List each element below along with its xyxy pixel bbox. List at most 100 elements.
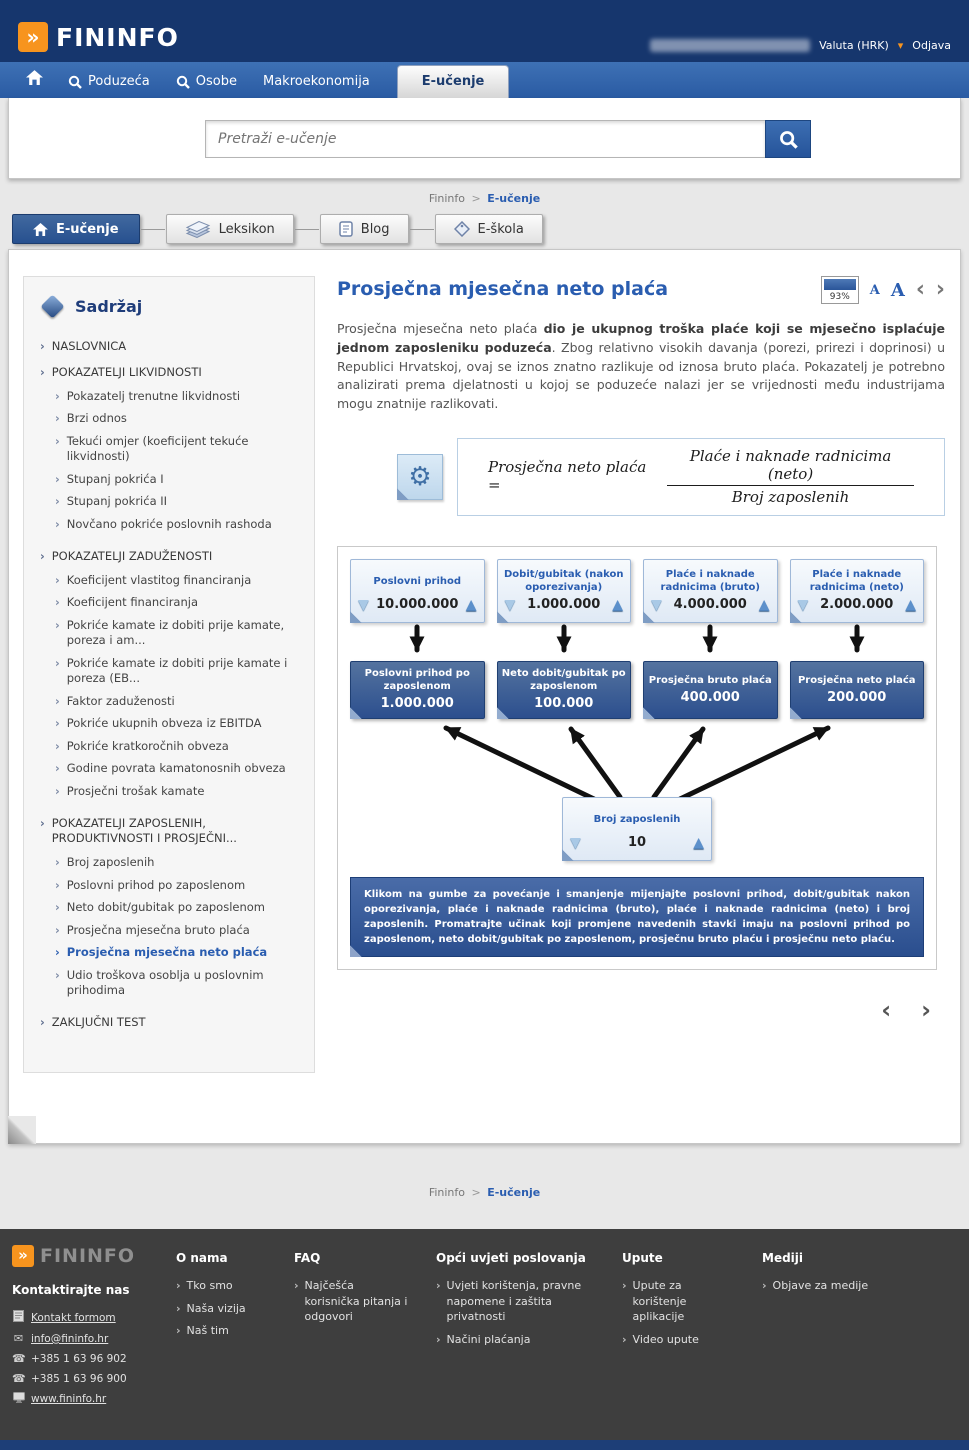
nav-item-poduzeca[interactable]: Poduzeća bbox=[55, 65, 163, 98]
tab-leksikon[interactable]: Leksikon bbox=[165, 214, 294, 244]
fininfo-logo[interactable]: » FININFO bbox=[18, 12, 179, 62]
search-button[interactable] bbox=[765, 120, 811, 158]
home-icon bbox=[33, 222, 48, 236]
next-arrow-button[interactable]: › bbox=[935, 277, 945, 302]
sidebar-section-naslovnica[interactable]: › NASLOVNICA bbox=[40, 339, 127, 353]
decrease-button[interactable]: ▼ bbox=[570, 834, 581, 851]
sidebar-item[interactable]: ›Poslovni prihod po zaposlenom bbox=[55, 877, 246, 892]
footer-link[interactable]: ›Tko smo bbox=[176, 1279, 233, 1293]
sidebar-item[interactable]: ›Brzi odnos bbox=[55, 411, 127, 426]
zoom-indicator[interactable]: 93% bbox=[820, 276, 859, 304]
increase-button[interactable]: ▲ bbox=[758, 596, 770, 613]
sidebar-item[interactable]: ›Godine povrata kamatonosnih obveza bbox=[55, 761, 286, 776]
prev-page-button[interactable]: ‹ bbox=[881, 995, 892, 1024]
fold-decoration bbox=[643, 706, 655, 719]
main-nav: Poduzeća Osobe Makroekonomija E-učenje bbox=[0, 62, 969, 98]
chevron-right-icon: › bbox=[55, 433, 60, 448]
increase-button[interactable]: ▲ bbox=[693, 834, 704, 851]
decrease-button[interactable]: ▼ bbox=[504, 596, 516, 613]
sidebar-item[interactable]: ›Pokazatelj trenutne likvidnosti bbox=[55, 388, 241, 403]
sidebar-item[interactable]: ›Stupanj pokrića II bbox=[55, 494, 168, 509]
diagram-output-box: Prosječna neto plaća 200.000 bbox=[789, 660, 924, 719]
content-panel: Sadržaj › NASLOVNICA › POKAZATELJI LIKVI… bbox=[8, 249, 961, 1144]
tab-eucenje[interactable]: E-učenje bbox=[12, 214, 140, 244]
logout-link[interactable]: Odjava bbox=[912, 39, 951, 52]
prev-arrow-button[interactable]: ‹ bbox=[915, 277, 925, 302]
footer-link[interactable]: ›Objave za medije bbox=[762, 1279, 869, 1293]
sidebar-section-zaduzenost[interactable]: › POKAZATELJI ZADUŽENOSTI bbox=[40, 548, 213, 563]
sidebar-item[interactable]: ›Prosječni trošak kamate bbox=[55, 783, 205, 798]
tab-connector bbox=[409, 228, 434, 230]
sidebar-item[interactable]: ›Koeficijent vlastitog financiranja bbox=[55, 572, 252, 587]
chevron-right-icon: › bbox=[40, 1015, 45, 1030]
footer-link[interactable]: ›Naš tim bbox=[176, 1324, 229, 1338]
font-size-small-button[interactable]: A bbox=[869, 282, 880, 298]
increase-button[interactable]: ▲ bbox=[612, 596, 623, 613]
footer-link[interactable]: ›Video upute bbox=[622, 1332, 699, 1346]
decrease-button[interactable]: ▼ bbox=[651, 596, 662, 613]
sidebar-item[interactable]: ›Pokriće kamate iz dobiti prije kamate i… bbox=[55, 655, 288, 686]
pager: ‹ › bbox=[337, 998, 945, 1022]
sidebar-item[interactable]: ›Faktor zaduženosti bbox=[55, 693, 175, 708]
font-size-large-button[interactable]: A bbox=[890, 279, 905, 301]
footer-link[interactable]: ›Uvjeti korištenja, pravne napomene i za… bbox=[436, 1279, 582, 1324]
footer-link[interactable]: ›Upute za korištenje aplikacije bbox=[622, 1279, 687, 1324]
sidebar-item[interactable]: ›Novčano pokriće poslovnih rashoda bbox=[55, 516, 272, 531]
sidebar-item[interactable]: ›Pokriće kratkoročnih obveza bbox=[55, 738, 229, 753]
increase-button[interactable]: ▲ bbox=[905, 596, 916, 613]
footer-link[interactable]: ›Najčešća korisnička pitanja i odgovori bbox=[294, 1279, 408, 1324]
increase-button[interactable]: ▲ bbox=[465, 596, 477, 613]
tab-eskola[interactable]: E-škola bbox=[434, 214, 543, 244]
output-label: Prosječna bruto plaća bbox=[648, 674, 772, 686]
next-page-button[interactable]: › bbox=[921, 995, 931, 1024]
search-icon bbox=[779, 130, 798, 149]
currency-selector[interactable]: Valuta (HRK) bbox=[819, 39, 889, 52]
sidebar-section-test[interactable]: › ZAKLJUČNI TEST bbox=[40, 1015, 146, 1030]
sidebar-section-likvidnost[interactable]: › POKAZATELJI LIKVIDNOSTI bbox=[40, 364, 202, 379]
fold-decoration bbox=[496, 610, 509, 623]
footer-link[interactable]: ›Načini plaćanja bbox=[436, 1332, 531, 1346]
diagram-output-box: Neto dobit/gubitak po zaposlenom 100.000 bbox=[496, 660, 631, 719]
footer-link-website[interactable]: www.fininfo.hr bbox=[12, 1389, 162, 1410]
diagram-output-row: Poslovni prihod po zaposlenom 1.000.000 … bbox=[350, 660, 924, 719]
nav-item-eucenje-active[interactable]: E-učenje bbox=[396, 65, 510, 98]
fold-decoration bbox=[350, 944, 362, 957]
sidebar-item[interactable]: ›Koeficijent financiranja bbox=[55, 595, 199, 610]
sidebar-subsection: ›Pokazatelj trenutne likvidnosti ›Brzi o… bbox=[55, 385, 298, 536]
logo-arrow-icon: » bbox=[18, 22, 48, 52]
sidebar-item[interactable]: ›Tekući omjer (koeficijent tekuće likvid… bbox=[55, 433, 249, 464]
sidebar-item[interactable]: ›Prosječna mjesečna bruto plaća bbox=[55, 922, 250, 937]
chevron-right-icon: › bbox=[622, 1332, 627, 1346]
search-input[interactable] bbox=[205, 120, 765, 158]
sidebar-item[interactable]: ›Udio troškova osoblja u poslovnim priho… bbox=[55, 967, 264, 998]
sidebar-item[interactable]: ›Pokriće kamate iz dobiti prije kamate, … bbox=[55, 617, 285, 648]
footer-bottom-strip bbox=[0, 1439, 969, 1450]
chevron-right-icon: › bbox=[55, 967, 60, 982]
breadcrumb-root[interactable]: Fininfo bbox=[428, 192, 465, 205]
nav-item-osobe[interactable]: Osobe bbox=[163, 65, 250, 98]
chevron-right-icon: › bbox=[55, 945, 60, 960]
footer-link-contact-form[interactable]: Kontakt formom bbox=[12, 1307, 162, 1329]
sidebar-item-active[interactable]: ›Prosječna mjesečna neto plaća bbox=[55, 945, 268, 960]
home-icon[interactable] bbox=[14, 61, 55, 98]
gears-icon: ⚙ bbox=[397, 453, 443, 500]
footer-link-email[interactable]: ✉ info@fininfo.hr bbox=[13, 1332, 109, 1346]
breadcrumb-root[interactable]: Fininfo bbox=[428, 1185, 465, 1199]
sidebar-section-zaposleni[interactable]: › POKAZATELJI ZAPOSLENIH, PRODUKTIVNOSTI… bbox=[40, 815, 237, 846]
footer-link[interactable]: ›Naša vizija bbox=[176, 1301, 246, 1315]
site-footer: » FININFO Kontaktirajte nas Kontakt form… bbox=[0, 1228, 969, 1440]
intro-paragraph: Prosječna mjesečna neto plaća dio je uku… bbox=[337, 321, 945, 411]
decrease-button[interactable]: ▼ bbox=[358, 596, 369, 613]
nav-item-makroekonomija[interactable]: Makroekonomija bbox=[262, 74, 370, 89]
tab-blog[interactable]: Blog bbox=[319, 214, 409, 244]
input-value: 4.000.000 bbox=[673, 597, 747, 613]
chevron-down-icon[interactable]: ▾ bbox=[897, 39, 904, 52]
output-value: 400.000 bbox=[680, 690, 740, 705]
fold-decoration bbox=[496, 706, 509, 719]
sidebar-item[interactable]: ›Pokriće ukupnih obveza iz EBITDA bbox=[55, 716, 262, 731]
sidebar-item[interactable]: ›Neto dobit/gubitak po zaposlenom bbox=[55, 900, 265, 915]
sidebar-item[interactable]: ›Broj zaposlenih bbox=[55, 855, 155, 870]
decrease-button[interactable]: ▼ bbox=[797, 596, 809, 613]
footer-logo[interactable]: » FININFO bbox=[12, 1244, 162, 1267]
sidebar-item[interactable]: ›Stupanj pokrića I bbox=[55, 471, 164, 486]
